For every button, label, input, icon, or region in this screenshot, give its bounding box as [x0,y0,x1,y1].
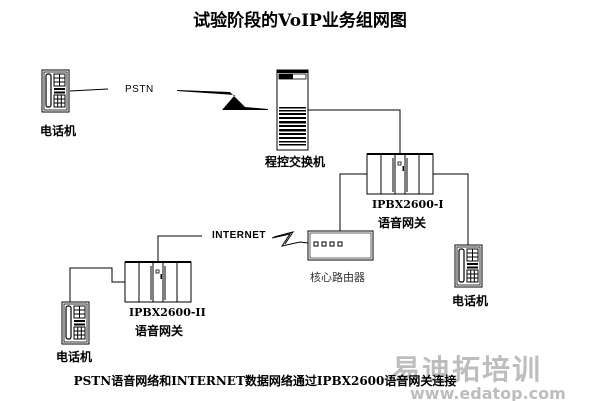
phone-right-icon [454,244,483,288]
internet-label: INTERNET [212,230,266,241]
gateway-ipbx2600-ii-icon [124,261,192,303]
phone-left-label: 电话机 [40,124,77,138]
gateway1-model-label: IPBX2600-I [372,198,444,211]
router-label: 核心路由器 [310,271,365,284]
core-router-icon [307,230,374,261]
connection-lines [69,88,469,302]
phone-right-label: 电话机 [452,294,489,308]
watermark-url: www.edatop.com [410,384,566,401]
pstn-label: PSTN [125,84,154,95]
watermark-text: 易迪拓培训 [392,353,543,386]
phone-bottom-icon [61,301,90,345]
diagram-caption: PSTN语音网络和INTERNET数据网络通过IPBX2600语音网关连接 [73,374,457,388]
internet-lightning-link [271,231,309,247]
program-controlled-switch-icon [276,69,309,151]
switch-label: 程控交换机 [265,155,326,169]
gateway2-model-label: IPBX2600-II [129,306,206,319]
phone-bottom-label: 电话机 [56,350,93,364]
diagram-title: 试验阶段的VoIP业务组网图 [193,11,407,31]
phone-left-icon [41,69,70,113]
gateway1-type-label: 语音网关 [378,216,427,230]
gateway2-type-label: 语音网关 [135,324,184,338]
pstn-lightning-link [177,90,268,110]
gateway-ipbx2600-i-icon [366,153,434,195]
